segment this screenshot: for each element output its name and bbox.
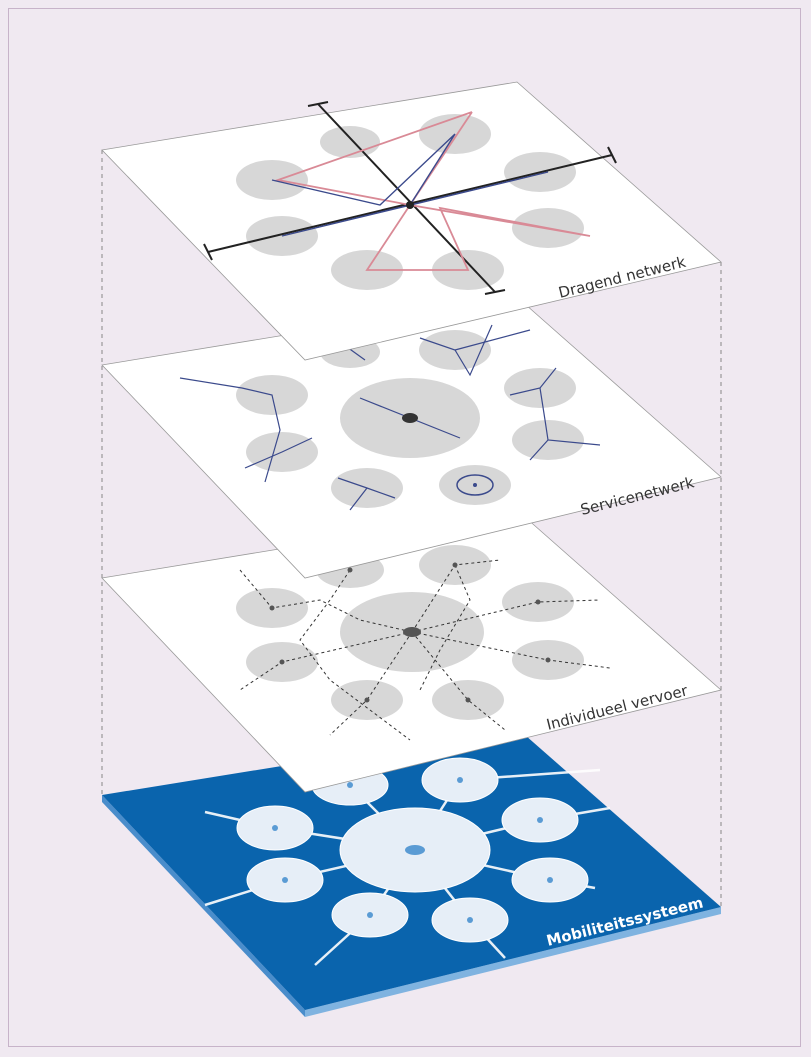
layer-servicenetwerk: Servicenetwerk — [101, 296, 722, 579]
layer-mobiliteitssysteem: Mobiliteitssysteem — [102, 728, 721, 1017]
service-hubs — [402, 413, 418, 423]
base-plane-side-right — [305, 907, 721, 1017]
base-hubs — [272, 777, 553, 923]
layer-dragend-netwerk: Dragend netwerk — [101, 81, 722, 361]
service-isolated-node — [439, 465, 511, 505]
base-plane-side — [102, 795, 305, 1017]
plane-dragend-netwerk — [101, 81, 722, 361]
carrier-lines-red — [274, 111, 591, 271]
vertical-guides — [101, 150, 722, 1010]
figure-frame — [8, 8, 801, 1047]
carrier-center — [406, 201, 414, 209]
service-routes — [179, 324, 601, 511]
carrier-lines-blue — [271, 133, 549, 237]
individual-hubs — [269, 562, 551, 703]
